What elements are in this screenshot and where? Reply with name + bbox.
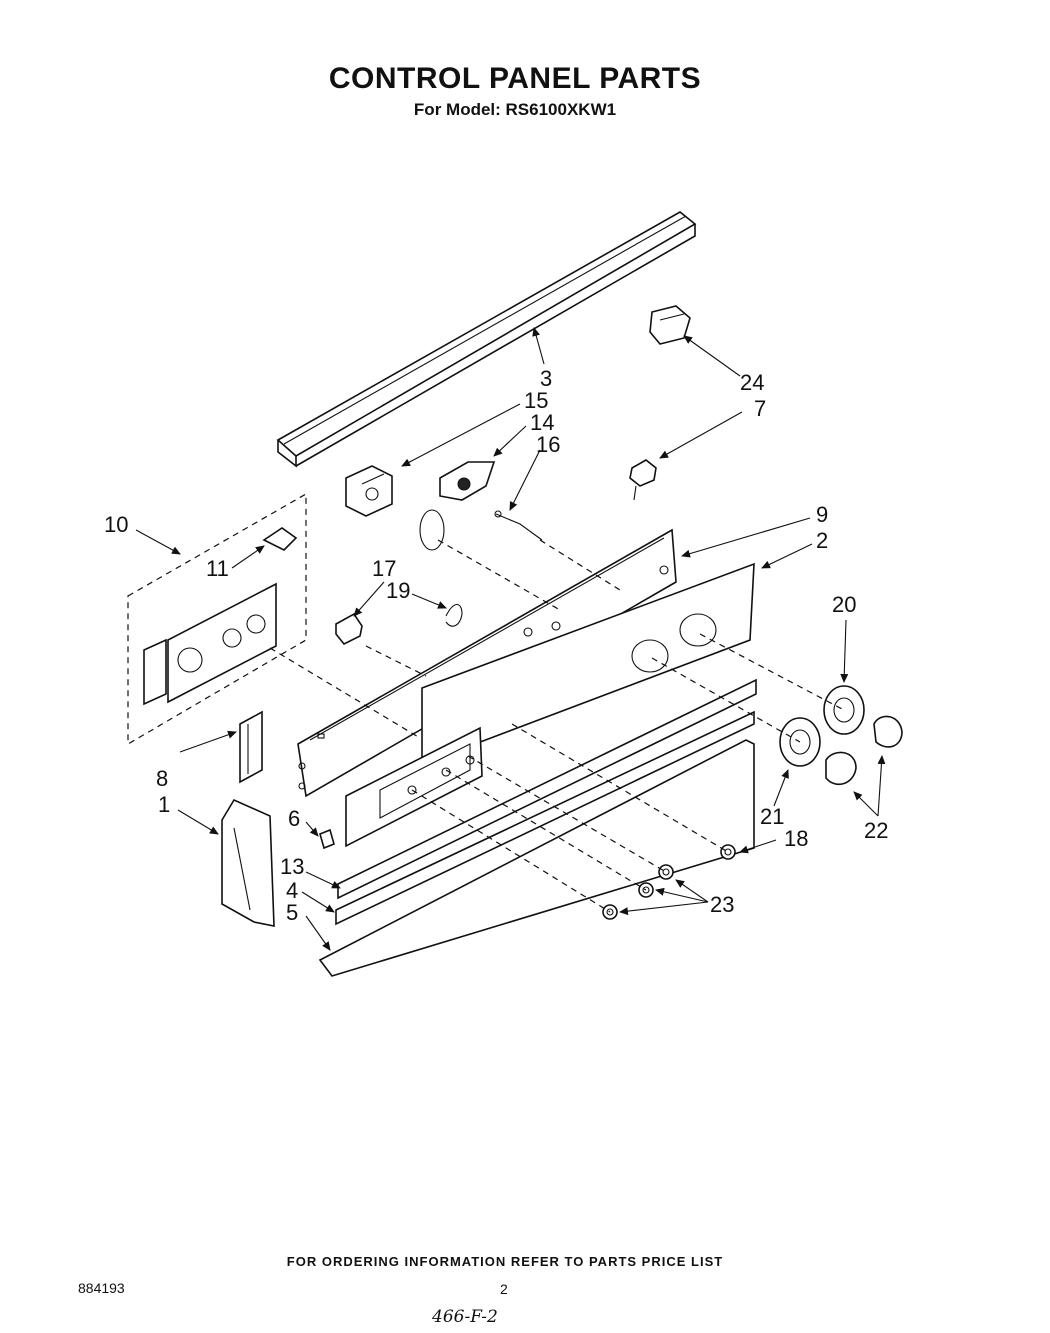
part-1-end-cap bbox=[221, 798, 275, 927]
callout-18: 18 bbox=[784, 826, 808, 851]
callout-20: 20 bbox=[832, 592, 856, 617]
callout-2: 2 bbox=[816, 528, 828, 553]
callout-10: 10 bbox=[104, 512, 128, 537]
part-19-spring bbox=[445, 603, 463, 627]
leader-arrows bbox=[135, 327, 886, 951]
part-4-trim bbox=[335, 710, 755, 926]
assembly-lines bbox=[269, 539, 845, 913]
part-2-backguard-panel bbox=[421, 562, 755, 766]
callout-15: 15 bbox=[524, 388, 548, 413]
part-14-switch bbox=[439, 461, 496, 501]
callout-3: 3 bbox=[540, 366, 552, 391]
callout-17: 17 bbox=[372, 556, 396, 581]
callout-22: 22 bbox=[864, 818, 888, 843]
callout-13: 13 bbox=[280, 854, 304, 879]
part-6-clip bbox=[319, 828, 335, 850]
part-5-lower-trim bbox=[318, 739, 755, 977]
callout-11: 11 bbox=[206, 556, 229, 581]
part-24-knob-cap bbox=[649, 305, 691, 345]
part-18-nut bbox=[720, 844, 736, 860]
callout-1: 1 bbox=[158, 792, 170, 817]
callout-7: 7 bbox=[754, 396, 766, 421]
part-7-plug bbox=[629, 459, 657, 501]
part-15-switch bbox=[345, 465, 393, 517]
callout-6: 6 bbox=[288, 806, 300, 831]
part-3-top-trim bbox=[276, 211, 697, 468]
callout-9: 9 bbox=[816, 502, 828, 527]
part-8-bracket bbox=[239, 710, 263, 784]
callout-19: 19 bbox=[386, 578, 410, 603]
part-16-wire bbox=[494, 510, 543, 541]
callout-16: 16 bbox=[536, 432, 560, 457]
part-20-knob-bezel bbox=[823, 685, 865, 735]
spring-ring bbox=[419, 509, 445, 551]
part-17-switch-clip bbox=[335, 612, 363, 646]
ordering-note: FOR ORDERING INFORMATION REFER TO PARTS … bbox=[286, 1254, 724, 1269]
part-10-clock-assembly bbox=[127, 492, 307, 746]
part-22-knobs bbox=[825, 715, 903, 786]
model-subtitle: For Model: RS6100XKW1 bbox=[413, 100, 617, 119]
document-number: 884193 bbox=[78, 1280, 125, 1296]
callout-14: 14 bbox=[530, 410, 554, 435]
page-title: CONTROL PANEL PARTS bbox=[328, 62, 702, 95]
callout-5: 5 bbox=[286, 900, 298, 925]
callout-23: 23 bbox=[710, 892, 734, 917]
callout-21: 21 bbox=[760, 804, 784, 829]
part-13-trim bbox=[337, 678, 757, 900]
part-23-nuts bbox=[602, 864, 674, 920]
part-11-clip bbox=[262, 527, 298, 551]
callout-4: 4 bbox=[286, 878, 298, 903]
page-number: 2 bbox=[500, 1281, 508, 1297]
callout-8: 8 bbox=[156, 766, 168, 791]
callout-24: 24 bbox=[740, 370, 764, 395]
handwritten-note: 466-F-2 bbox=[432, 1307, 498, 1327]
